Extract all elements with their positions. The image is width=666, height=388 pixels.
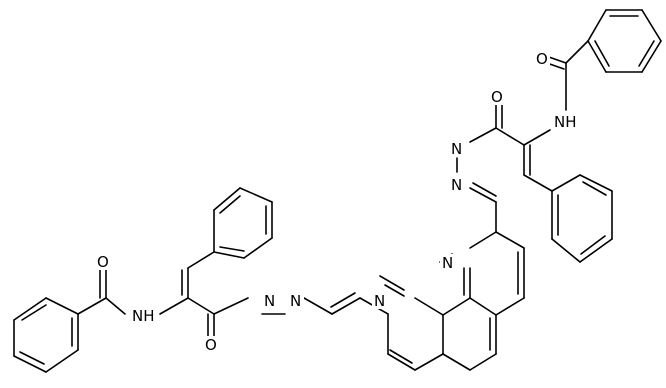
- atom-o-amide-right: O: [536, 50, 548, 68]
- atom-o-amide-left: O: [97, 253, 109, 271]
- atom-o-hydrazide-right: O: [491, 88, 503, 106]
- atom-nh-amide-right: NH: [554, 113, 577, 131]
- atom-n-hydrazone-left-1: N: [290, 292, 301, 310]
- atom-n-hydrazone-right-1: N: [451, 140, 462, 158]
- atom-nh-amide-left: NH: [132, 307, 155, 325]
- phenanthroline-core: [359, 231, 525, 371]
- phenyl-ring-left: [213, 187, 273, 259]
- atom-n-phenanthroline-right: N: [442, 254, 453, 272]
- atom-n-hydrazone-right-2: N: [451, 176, 462, 194]
- atom-n-phenanthroline-left: N: [374, 292, 385, 310]
- phenyl-ring-right: [551, 174, 613, 263]
- benzoyl-ring-top-right: [587, 9, 662, 73]
- atom-o-hydrazide-left: O: [205, 336, 217, 354]
- atom-n-hydrazone-left-2: N: [264, 292, 275, 310]
- benzoyl-ring-bottom-left: [13, 297, 79, 373]
- bond-benzoyl-right: [565, 40, 589, 64]
